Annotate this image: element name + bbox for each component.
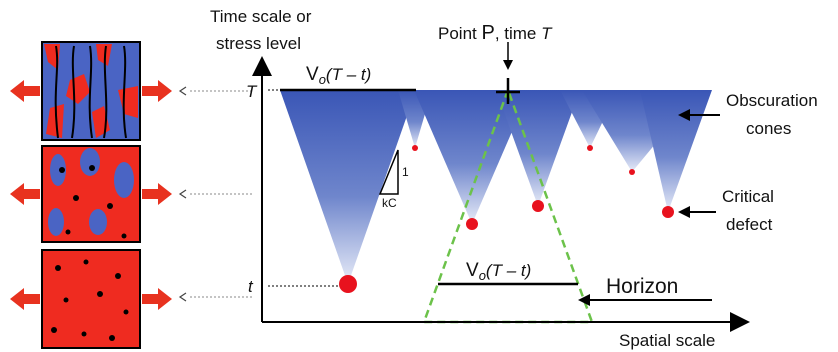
y-axis-title-line2: stress level bbox=[216, 34, 301, 53]
point-P-arrow bbox=[503, 42, 513, 70]
point-P-marker bbox=[496, 78, 520, 104]
x-axis-title: Spatial scale bbox=[619, 331, 715, 350]
defect-small-3 bbox=[629, 169, 635, 175]
vo-bottom-label: Vo(T – t) bbox=[466, 260, 531, 283]
slope-triangle: 1 kC bbox=[378, 149, 409, 210]
tick-t: t bbox=[248, 277, 254, 296]
stress-arrows bbox=[10, 80, 172, 310]
slope-run-label: kC bbox=[382, 196, 397, 210]
obscuration-label-line1: Obscuration bbox=[726, 91, 818, 110]
obscuration-cones bbox=[280, 90, 712, 284]
slope-rise-label: 1 bbox=[402, 165, 409, 179]
horizon-label: Horizon bbox=[606, 275, 678, 298]
panel-intact bbox=[41, 249, 141, 349]
point-P-label: Point P, time T bbox=[438, 22, 553, 44]
defect-2 bbox=[466, 218, 478, 230]
level-leader-heads bbox=[178, 86, 187, 302]
cone-3 bbox=[496, 90, 580, 206]
critical-arrow bbox=[678, 206, 716, 218]
defect-small-1 bbox=[412, 145, 418, 151]
horizon-arrow bbox=[578, 294, 712, 306]
defect-small-2 bbox=[587, 145, 593, 151]
panel-inclusions bbox=[41, 145, 141, 243]
arrow-left-1 bbox=[10, 80, 40, 102]
arrow-right-1 bbox=[142, 80, 172, 102]
obscuration-label-line2: cones bbox=[746, 119, 791, 138]
defect-3 bbox=[532, 200, 544, 212]
arrow-left-3 bbox=[10, 288, 40, 310]
axes bbox=[252, 56, 750, 332]
vo-top-label: Vo(T – t) bbox=[306, 64, 371, 87]
critical-label-line2: defect bbox=[726, 215, 773, 234]
defect-large bbox=[339, 275, 357, 293]
critical-label-line1: Critical bbox=[722, 187, 774, 206]
tick-T: T bbox=[246, 82, 258, 101]
cone-large bbox=[280, 90, 416, 284]
arrow-left-2 bbox=[10, 183, 40, 205]
arrow-right-2 bbox=[142, 183, 172, 205]
defect-critical bbox=[662, 206, 674, 218]
cone-2 bbox=[414, 90, 530, 224]
cone-5 bbox=[640, 90, 712, 212]
arrow-right-3 bbox=[142, 288, 172, 310]
obscuration-arrow bbox=[678, 109, 720, 121]
y-axis-title-line1: Time scale or bbox=[210, 7, 312, 26]
level-leaders bbox=[190, 90, 252, 298]
defects bbox=[339, 145, 674, 293]
panel-cracked bbox=[41, 41, 141, 141]
